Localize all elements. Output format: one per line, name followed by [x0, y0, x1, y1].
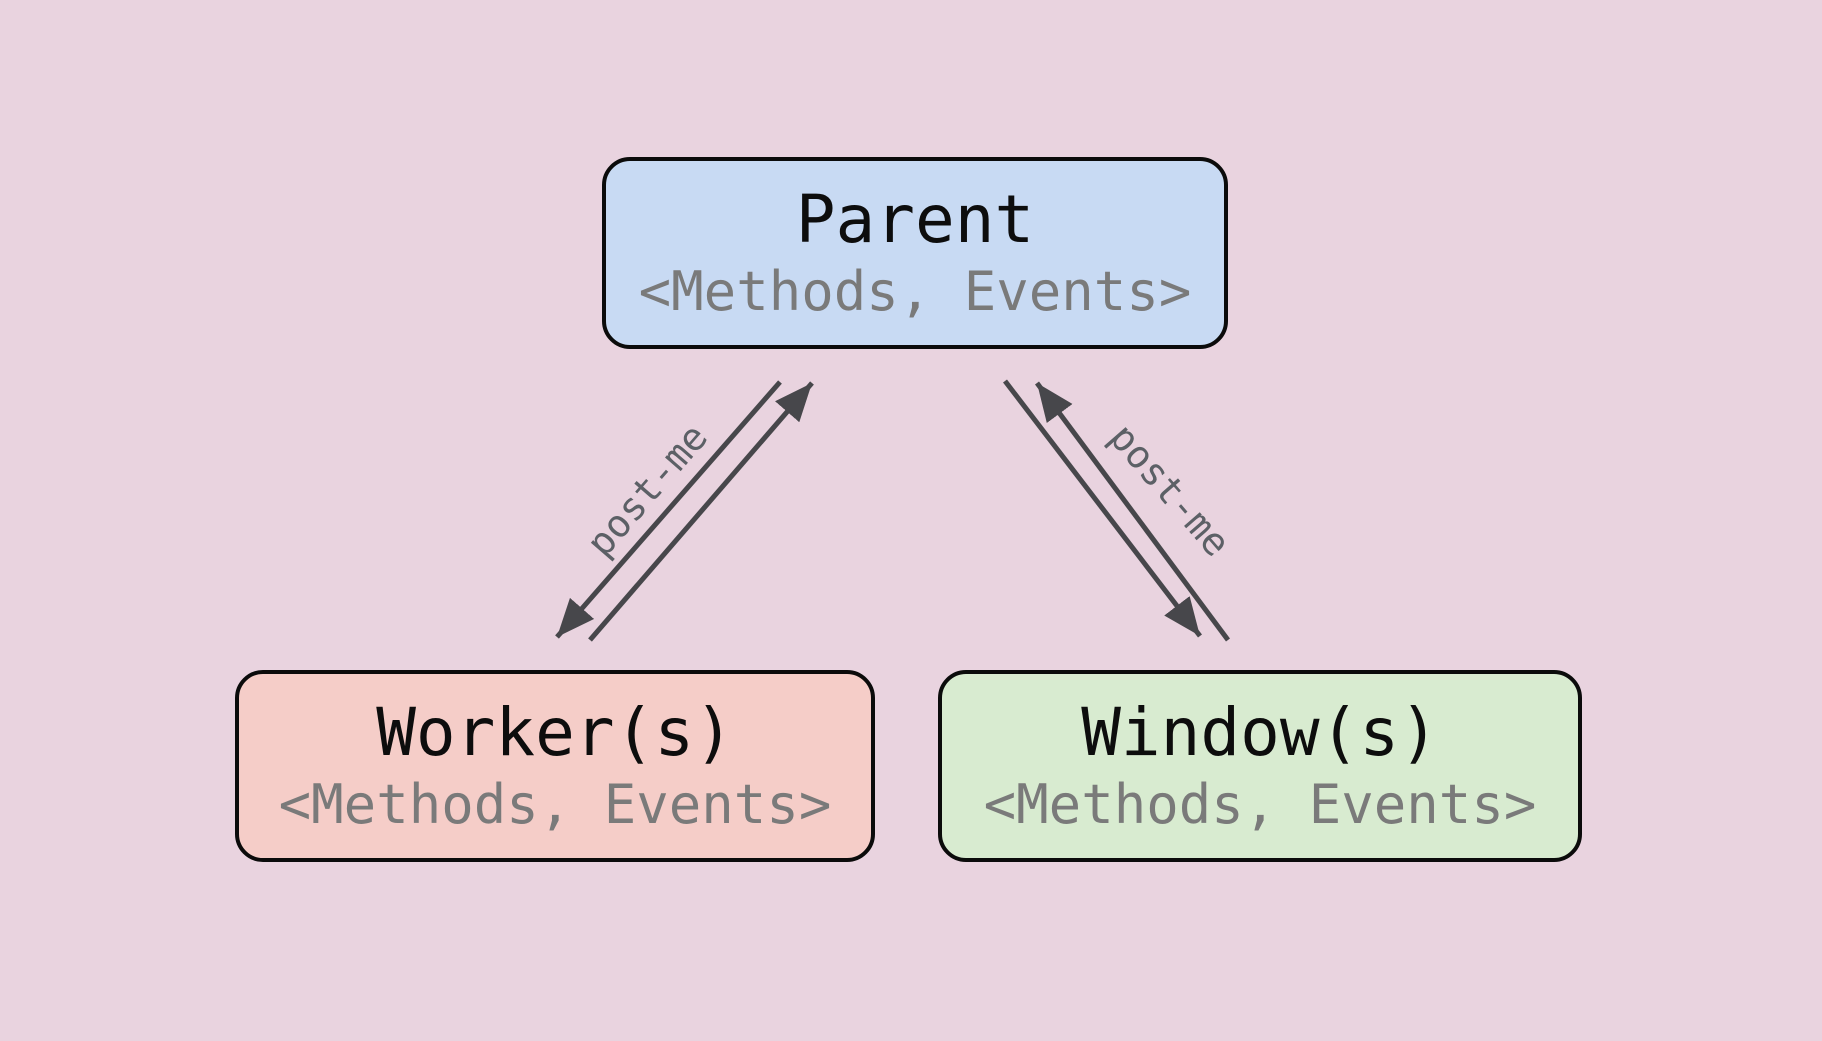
- node-parent-subtitle: <Methods, Events>: [638, 260, 1192, 323]
- edge-label-post-me-worker: post-me: [577, 415, 717, 565]
- node-worker-title: Worker(s): [376, 694, 734, 771]
- node-worker: Worker(s) <Methods, Events>: [235, 670, 875, 862]
- node-parent-title: Parent: [795, 181, 1035, 258]
- arrow-parent-to-worker: [555, 380, 782, 639]
- edge-label-post-me-window: post-me: [1100, 415, 1240, 565]
- node-window: Window(s) <Methods, Events>: [938, 670, 1582, 862]
- node-window-subtitle: <Methods, Events>: [983, 773, 1537, 836]
- node-parent: Parent <Methods, Events>: [602, 157, 1228, 349]
- node-worker-subtitle: <Methods, Events>: [278, 773, 832, 836]
- node-window-title: Window(s): [1081, 694, 1439, 771]
